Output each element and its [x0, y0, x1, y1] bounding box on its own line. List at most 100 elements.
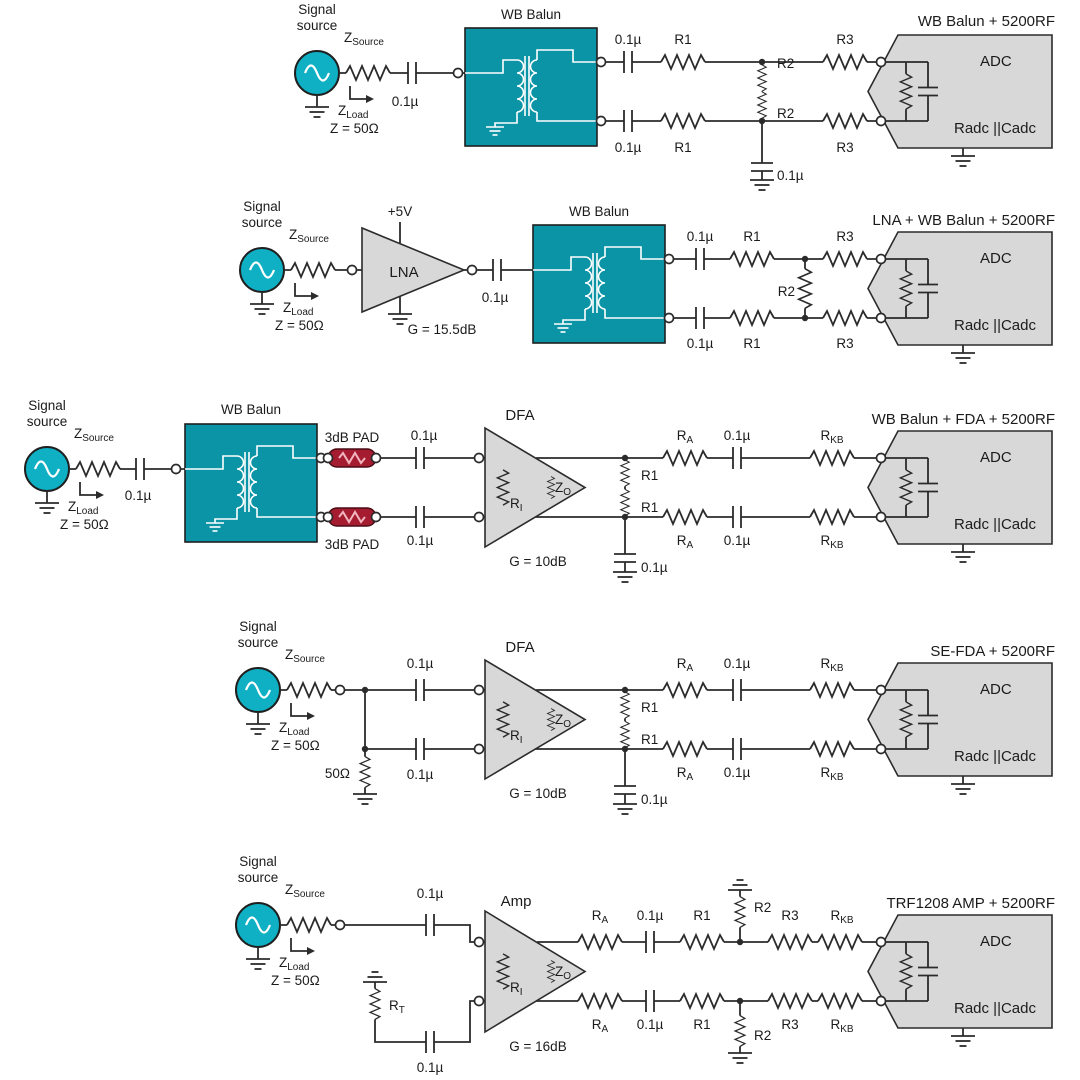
adc-block — [868, 915, 1052, 1046]
row5-title: TRF1208 AMP + 5200RF — [886, 895, 1055, 912]
rt-label: RT — [389, 998, 405, 1016]
radc-cadc-label: Radc ||Cadc — [954, 748, 1036, 765]
row1-title: WB Balun + 5200RF — [918, 13, 1055, 30]
ohm50-label: 50Ω — [325, 766, 350, 781]
zload-label: ZLoad — [283, 300, 314, 318]
gain-label: G = 10dB — [509, 786, 566, 801]
ri-label: RI — [510, 728, 523, 746]
ra-bottom — [577, 993, 623, 1009]
input-cap — [135, 457, 145, 481]
adc-block — [868, 232, 1052, 363]
r1-upper — [620, 459, 630, 487]
zload-label: ZLoad — [338, 103, 369, 121]
zo-label: ZO — [555, 964, 571, 982]
ground-icon — [612, 803, 638, 815]
cap-label: 0.1µ — [687, 336, 714, 351]
dfa-label: DFA — [505, 407, 534, 424]
cap-label: 0.1µ — [417, 1060, 444, 1075]
coupling-cap-top — [415, 678, 425, 702]
ground-icon — [727, 1052, 753, 1064]
r2-bottom-resistor — [734, 1014, 746, 1048]
midtap-cap — [613, 785, 637, 795]
wb-balun-label: WB Balun — [569, 204, 629, 219]
coupling-cap-bottom — [695, 306, 705, 330]
pad-label: 3dB PAD — [325, 430, 380, 445]
zsource-resistor — [286, 682, 332, 698]
r3-top — [822, 251, 868, 267]
ra-label: RA — [677, 765, 694, 783]
cap-label: 0.1µ — [482, 290, 509, 305]
signal-source-label: source — [27, 414, 68, 429]
gain-label: G = 10dB — [509, 554, 566, 569]
zload-arrow — [307, 712, 315, 720]
cap-top — [732, 678, 742, 702]
circuit-row-2: Signal source ZSource ZLoad Z = 50Ω +5V … — [240, 199, 1055, 363]
cap-label: 0.1µ — [417, 886, 444, 901]
lna-label: LNA — [389, 264, 418, 281]
dfa-label: DFA — [505, 639, 534, 656]
adc-block — [868, 663, 1052, 794]
signal-source-label: source — [297, 18, 338, 33]
gain-label: G = 15.5dB — [408, 322, 477, 337]
row5-nodes — [334, 919, 744, 1007]
cap-label: 0.1µ — [615, 140, 642, 155]
rkb-label: RKB — [820, 765, 843, 783]
zsource-resistor — [286, 917, 332, 933]
r3-bottom — [822, 310, 868, 326]
r1-label: R1 — [743, 336, 760, 351]
cap-label: 0.1µ — [407, 533, 434, 548]
coupling-cap-top — [695, 247, 705, 271]
rkb-label: RKB — [820, 428, 843, 446]
rkb-top — [817, 934, 863, 950]
zload-arrow — [366, 95, 374, 103]
row5-wires — [280, 890, 877, 1053]
signal-source-symbol — [236, 668, 280, 734]
ra-label: RA — [677, 656, 694, 674]
signal-source-label: Signal — [243, 199, 281, 214]
r2-lower — [757, 91, 767, 119]
rkb-bottom — [809, 741, 855, 757]
ra-label: RA — [677, 533, 694, 551]
row4-wires — [280, 689, 877, 804]
z50-label: Z = 50Ω — [330, 121, 379, 136]
ri-label: RI — [510, 496, 523, 514]
r3-label: R3 — [836, 140, 853, 155]
r1-bottom — [729, 310, 775, 326]
coupling-cap-top — [623, 50, 633, 74]
r3-label: R3 — [836, 229, 853, 244]
coupling-cap — [492, 258, 502, 282]
circuit-row-4: Signal source ZSource ZLoad Z = 50Ω 0.1µ… — [236, 619, 1055, 815]
cap-label: 0.1µ — [407, 767, 434, 782]
r1-top — [729, 251, 775, 267]
r1-bottom — [679, 993, 725, 1009]
signal-source-symbol — [25, 447, 69, 513]
signal-source-label: Signal — [239, 619, 277, 634]
cap-label: 0.1µ — [687, 229, 714, 244]
signal-source-label: source — [238, 635, 279, 650]
ground-icon — [612, 571, 638, 583]
row1-nodes — [452, 56, 766, 127]
adc-label: ADC — [980, 681, 1012, 698]
cap-top — [645, 930, 655, 954]
r3-bottom — [767, 993, 813, 1009]
r1-label: R1 — [641, 500, 658, 515]
cap-top — [732, 446, 742, 470]
z50-label: Z = 50Ω — [271, 738, 320, 753]
ra-bottom — [662, 509, 708, 525]
circuit-row-5: Signal source ZSource ZLoad Z = 50Ω 0.1µ… — [236, 854, 1055, 1075]
dfa-block — [484, 426, 587, 549]
zsource-label: ZSource — [285, 882, 325, 900]
r2-label: R2 — [777, 56, 794, 71]
cap-label: 0.1µ — [641, 560, 668, 575]
zload-arrow — [311, 292, 319, 300]
z50-label: Z = 50Ω — [60, 517, 109, 532]
cap-label: 0.1µ — [407, 656, 434, 671]
r2-label: R2 — [777, 106, 794, 121]
zsource-resistor — [75, 461, 121, 477]
zload-label: ZLoad — [279, 955, 310, 973]
pad-3db-top — [327, 448, 377, 468]
dfa-block — [484, 658, 587, 781]
pad-3db-bottom — [327, 507, 377, 527]
plus5v-label: +5V — [388, 204, 412, 219]
